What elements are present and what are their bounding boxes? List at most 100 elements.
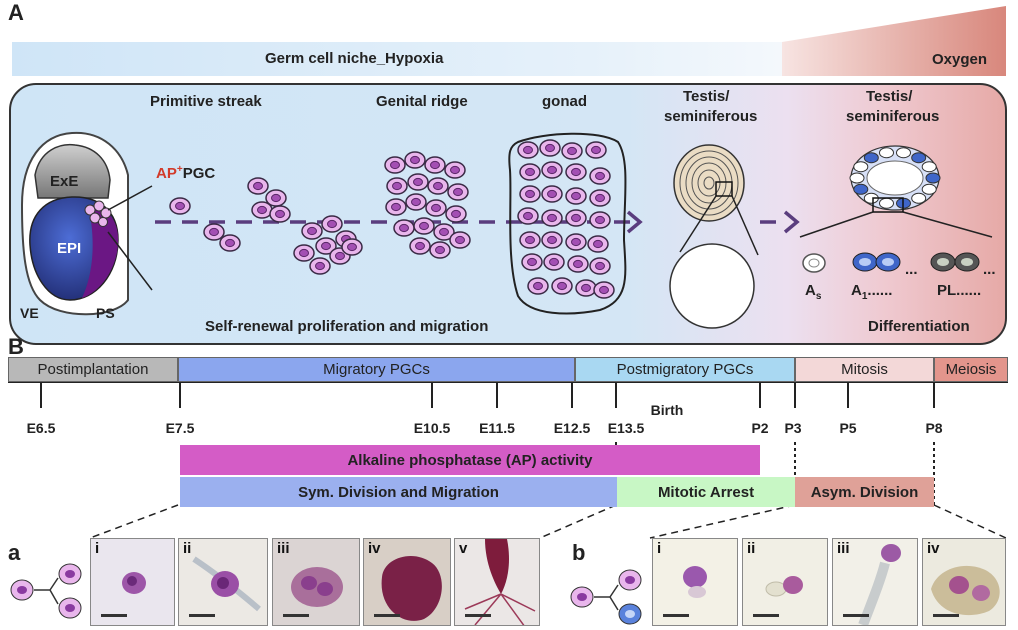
tubule-cell xyxy=(853,183,869,195)
cell-as-sub: s xyxy=(815,291,822,302)
stage-testis-1-line1: Testis/ xyxy=(683,88,730,105)
embryo-ps-label: PS xyxy=(96,305,115,321)
scale-bar xyxy=(283,614,309,617)
pgc-nucleus xyxy=(431,203,441,213)
scale-bar xyxy=(374,614,400,617)
photo-b-ii-label: ii xyxy=(747,540,756,557)
pgc-nucleus xyxy=(410,155,420,165)
cell-a1-sub: 1 xyxy=(861,291,868,302)
photo-a-iv-label: iv xyxy=(368,540,381,557)
tubule-cell xyxy=(849,172,865,184)
gonad-outline xyxy=(508,132,627,315)
photo-b-ii: ii xyxy=(742,538,828,626)
pgc-nucleus xyxy=(455,235,465,245)
tick-p5: P5 xyxy=(839,420,857,436)
scale-bar xyxy=(189,614,215,617)
photo-b-iii-label: iii xyxy=(837,540,850,557)
tubule-cell xyxy=(879,147,894,159)
pgc-nucleus xyxy=(299,248,309,258)
ap-pgc-sup: + xyxy=(176,164,183,175)
cell-a1-dots: ...... xyxy=(867,282,893,299)
asym-division-bar: Asym. Division xyxy=(795,477,934,507)
photo-b-i: i xyxy=(652,538,738,626)
photo-a-v-label: v xyxy=(459,540,468,557)
pgc-nucleus xyxy=(571,237,581,247)
pgc-nucleus xyxy=(545,143,555,153)
pgc-nucleus xyxy=(257,205,267,215)
photo-a-ii-label: ii xyxy=(183,540,192,557)
pgc-nucleus xyxy=(595,171,605,181)
pgc-nucleus xyxy=(391,202,401,212)
pgc-nucleus xyxy=(549,257,559,267)
pgc-nucleus xyxy=(209,227,219,237)
pgc-nucleus xyxy=(275,209,285,219)
pgc-nucleus xyxy=(433,181,443,191)
panel-a-letter: A xyxy=(8,0,24,25)
photo-a-i-label: i xyxy=(95,540,100,557)
photo-a-ii: ii xyxy=(178,538,268,626)
tick-e11-5: E11.5 xyxy=(479,420,515,436)
pgc-nucleus xyxy=(547,165,557,175)
pgc-nucleus xyxy=(557,281,567,291)
ap-activity-bar: Alkaline phosphatase (AP) activity xyxy=(180,445,760,475)
pgc-nucleus xyxy=(315,261,325,271)
niche-hypoxia-bar xyxy=(12,42,782,76)
pgc-nucleus xyxy=(451,209,461,219)
stage-testis-1-line2: seminiferous xyxy=(664,108,758,125)
embryo-ve-label: VE xyxy=(20,305,39,321)
pgc-nucleus xyxy=(450,165,460,175)
ap-pgc-suffix: PGC xyxy=(182,165,216,182)
photo-a-i: i xyxy=(90,538,175,626)
cell-as-label: As xyxy=(805,282,821,302)
pgc-nucleus xyxy=(225,238,235,248)
stage-primitive-streak: Primitive streak xyxy=(150,93,262,110)
scale-bar xyxy=(465,614,491,617)
pgc-nucleus xyxy=(399,223,409,233)
pgc-nucleus xyxy=(415,241,425,251)
photo-b-iv-label: iv xyxy=(927,540,940,557)
pgc-nucleus xyxy=(527,257,537,267)
pgc-nucleus xyxy=(411,197,421,207)
pgc-nucleus xyxy=(581,283,591,293)
tubule-lumen xyxy=(866,160,924,196)
pgc-nucleus xyxy=(327,219,337,229)
oxygen-gradient-wedge xyxy=(782,6,1006,76)
mitotic-arrest-bar: Mitotic Arrest xyxy=(617,477,795,507)
tubule-cell xyxy=(921,183,937,195)
pgc-nucleus xyxy=(595,193,605,203)
scale-bar xyxy=(663,614,689,617)
tick-p8: P8 xyxy=(925,420,943,436)
pgc-nucleus xyxy=(525,235,535,245)
self-renewal-label: Self-renewal proliferation and migration xyxy=(205,318,489,335)
photo-a-iii: iii xyxy=(272,538,360,626)
pgc-nucleus xyxy=(567,146,577,156)
photo-b-i-label: i xyxy=(657,540,662,557)
testis-illustration xyxy=(669,144,759,329)
pgc-nucleus xyxy=(413,177,423,187)
photo-b-iv: iv xyxy=(922,538,1006,626)
tubule-cell xyxy=(863,152,879,164)
stage-testis-2-line1: Testis/ xyxy=(866,88,913,105)
embryo-exe-label: ExE xyxy=(50,173,79,190)
cell-a1-letter: A xyxy=(851,282,862,299)
tick-e7-5: E7.5 xyxy=(165,420,195,436)
symmetric-division-diagram xyxy=(10,563,82,619)
seminiferous-tubule xyxy=(799,145,993,238)
tubule-cell xyxy=(879,197,894,209)
tubule-cell xyxy=(911,152,927,164)
embryo-epi-label: EPI xyxy=(57,240,82,257)
tick-e13-5: E13.5 xyxy=(607,420,645,436)
pgc-nucleus xyxy=(595,215,605,225)
pgc-nucleus xyxy=(533,281,543,291)
pgc-nucleus xyxy=(347,242,357,252)
pgc-nucleus xyxy=(435,245,445,255)
pgc-nucleus xyxy=(307,226,317,236)
differentiation-label: Differentiation xyxy=(868,318,970,335)
pgc-nucleus xyxy=(523,145,533,155)
tick-p3: P3 xyxy=(784,420,802,436)
niche-label: Germ cell niche_Hypoxia xyxy=(265,50,444,67)
birth-label: Birth xyxy=(650,402,684,418)
pgc-nucleus xyxy=(271,193,281,203)
photo-b-iii: iii xyxy=(832,538,918,626)
panel-b-small-letter: b xyxy=(572,540,586,565)
